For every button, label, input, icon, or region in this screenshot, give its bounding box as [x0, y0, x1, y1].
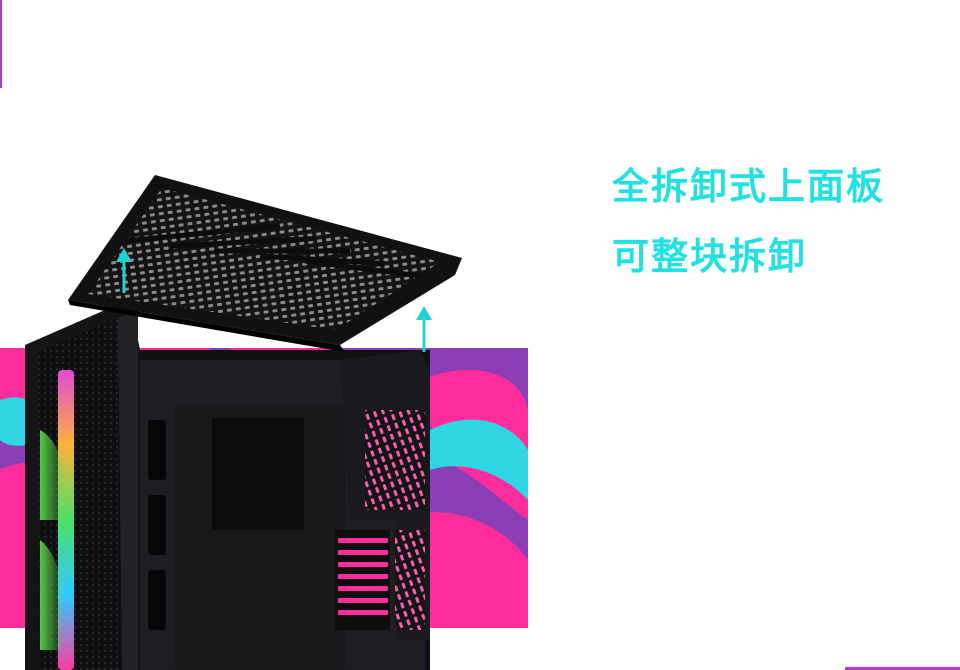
accent-bar — [845, 667, 960, 670]
pci-slot-cover — [338, 586, 388, 591]
panel-rib — [124, 223, 281, 244]
pci-slot-cover — [338, 610, 388, 615]
panel-rib — [169, 236, 316, 249]
headline-secondary: 可整块拆卸 — [612, 235, 807, 278]
accent-bar — [0, 0, 2, 88]
arrow-up-icon — [116, 248, 132, 293]
pci-slot-cover — [338, 562, 388, 567]
pci-slot-cover — [338, 550, 388, 555]
arrow-up-icon — [416, 306, 432, 352]
pci-slot-cover — [338, 598, 388, 603]
pci-slot-cover — [338, 574, 388, 579]
top-panel — [68, 175, 462, 352]
panel-rib — [259, 253, 386, 266]
panel-rib — [304, 258, 421, 279]
case-body — [25, 300, 430, 670]
pci-slot-cover — [338, 538, 388, 543]
headline-primary: 全拆卸式上面板 — [612, 165, 885, 208]
